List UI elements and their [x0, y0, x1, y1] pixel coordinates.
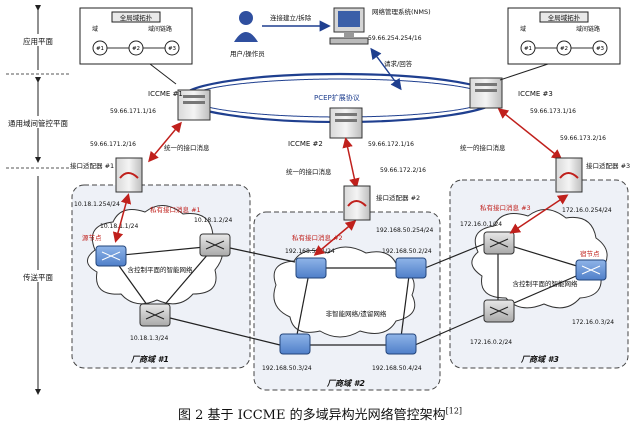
iccme-2-ip: 59.66.172.1/16 [368, 141, 414, 148]
iccme-2-server[interactable] [329, 107, 363, 139]
switch-d3-b[interactable] [575, 259, 607, 281]
plane-axis: 应用平面 通用域间管控平面 传送平面 [6, 5, 70, 395]
switch-d2-a[interactable] [295, 257, 327, 279]
topo-1-link: 域间链路 [148, 25, 172, 33]
switch-d3-a[interactable] [483, 231, 515, 255]
topo-1-node-1: #1 [96, 46, 104, 52]
iccme-1-ip: 59.66.171.1/16 [110, 108, 156, 115]
d2-ip-3: 192.168.50.3/24 [262, 365, 312, 372]
figure-caption: 图 2 基于 ICCME 的多域异构光网络管控架构[12] [0, 404, 640, 423]
adapter-2-ip-bottom: 192.168.50.254/24 [376, 227, 434, 234]
d3-ip-3: 172.16.0.3/24 [572, 319, 614, 326]
topo-2-domain: 域 [520, 25, 526, 33]
domain-1-label: 厂商域 #1 [130, 355, 169, 364]
iccme-3-ip: 59.66.173.1/16 [530, 108, 576, 115]
cloud-2 [273, 246, 416, 338]
adapter-2-ip-top: 59.66.172.2/16 [380, 167, 426, 174]
switch-d1-c[interactable] [139, 303, 171, 327]
adapter-2-label: 接口适配器 #2 [376, 193, 420, 202]
d2-ip-1: 192.168.50.1/24 [285, 248, 335, 255]
nms-label: 网络管理系统(NMS) [372, 7, 431, 16]
adapter-3-msg: 私有接口消息 #3 [480, 203, 531, 212]
switch-d2-c[interactable] [279, 333, 311, 355]
adapter-1-msg: 私有接口消息 #1 [150, 205, 201, 214]
d1-ip-3: 10.18.1.3/24 [130, 335, 168, 342]
plane-transport-label: 传送平面 [23, 272, 53, 282]
adapter-1-ip-top: 59.66.171.2/16 [90, 141, 136, 148]
caption-text: 图 2 基于 ICCME 的多域异构光网络管控架构 [177, 408, 446, 423]
d1-src-label: 源节点 [82, 233, 102, 242]
topo-1-node-3: #3 [168, 46, 177, 52]
domain-3-label: 厂商域 #3 [520, 355, 559, 364]
cloud-1-text: 含控制平面的智能网络 [128, 265, 194, 274]
adapter-1-server[interactable] [115, 157, 143, 193]
iccme-1-label: ICCME #1 [148, 90, 183, 98]
topo-2-title: 全局域拓扑 [548, 13, 581, 22]
topo-1-node-2: #2 [132, 46, 140, 52]
topo-2-node-2: #2 [560, 46, 568, 52]
adapter-1-label: 接口适配器 #1 [70, 161, 114, 170]
topo-box-1: 全局域拓扑 域 域间链路 #1 #2 #3 [79, 7, 193, 65]
d2-ip-4: 192.168.50.4/24 [372, 365, 422, 372]
iccme-2-label: ICCME #2 [288, 140, 323, 148]
switch-d1-a[interactable] [95, 245, 127, 267]
switch-d3-c[interactable] [483, 299, 515, 323]
unified-msg-arrows [112, 108, 569, 256]
plane-app-label: 应用平面 [23, 36, 53, 46]
topo-1-domain: 域 [92, 25, 98, 33]
d1-ip-2: 10.18.1.2/24 [194, 217, 232, 224]
switch-d1-b[interactable] [199, 233, 231, 257]
topo-box-2: 全局域拓扑 域 域间链路 #1 #2 #3 [507, 7, 621, 65]
nms-ip: 59.66.254.254/16 [368, 35, 422, 42]
request-label: 请求/回答 [384, 59, 413, 68]
iccme-3-server[interactable] [469, 77, 503, 109]
user-label: 用户/操作员 [230, 49, 265, 58]
unified-msg-3: 统一的接口消息 [460, 143, 506, 152]
topo-1-title: 全局域拓扑 [120, 13, 153, 22]
adapter-3-ip-bottom: 172.16.0.254/24 [562, 207, 612, 214]
adapter-3-ip-top: 59.66.173.2/16 [560, 135, 606, 142]
iccme-1-server[interactable] [177, 89, 211, 121]
d3-dst-label: 宿节点 [580, 249, 600, 258]
pcep-label: PCEP扩展协议 [314, 93, 360, 102]
topo-2-node-3: #3 [596, 46, 605, 52]
topo-2-link: 域间链路 [576, 25, 600, 33]
adapter-2-server[interactable] [343, 185, 371, 221]
caption-ref: [12] [445, 406, 463, 416]
cloud-2-text: 非智能网络/遗留网络 [326, 309, 387, 318]
user-icon [234, 11, 258, 42]
cloud-3-text: 含控制平面的智能网络 [513, 279, 579, 288]
nms-computer-icon[interactable] [329, 7, 369, 45]
connect-label: 连接建立/拆除 [270, 13, 312, 22]
switch-d2-d[interactable] [385, 333, 417, 355]
switch-d2-b[interactable] [395, 257, 427, 279]
request-arrow [370, 47, 402, 91]
plane-control-label: 通用域间管控平面 [8, 118, 68, 128]
adapter-3-label: 接口适配器 #3 [586, 161, 630, 170]
unified-msg-2: 统一的接口消息 [286, 167, 332, 176]
adapter-3-server[interactable] [555, 157, 583, 193]
d3-ip-2: 172.16.0.2/24 [470, 339, 512, 346]
d2-ip-2: 192.168.50.2/24 [382, 248, 432, 255]
topo-2-node-1: #1 [524, 46, 532, 52]
d3-ip-1: 172.16.0.1/24 [460, 221, 502, 228]
domain-2-label: 厂商域 #2 [326, 379, 365, 388]
unified-msg-1: 统一的接口消息 [164, 143, 210, 152]
adapter-2-msg: 私有接口消息 #2 [292, 233, 343, 242]
adapter-1-ip-bottom: 10.18.1.254/24 [74, 201, 120, 208]
iccme-3-label: ICCME #3 [518, 90, 553, 98]
